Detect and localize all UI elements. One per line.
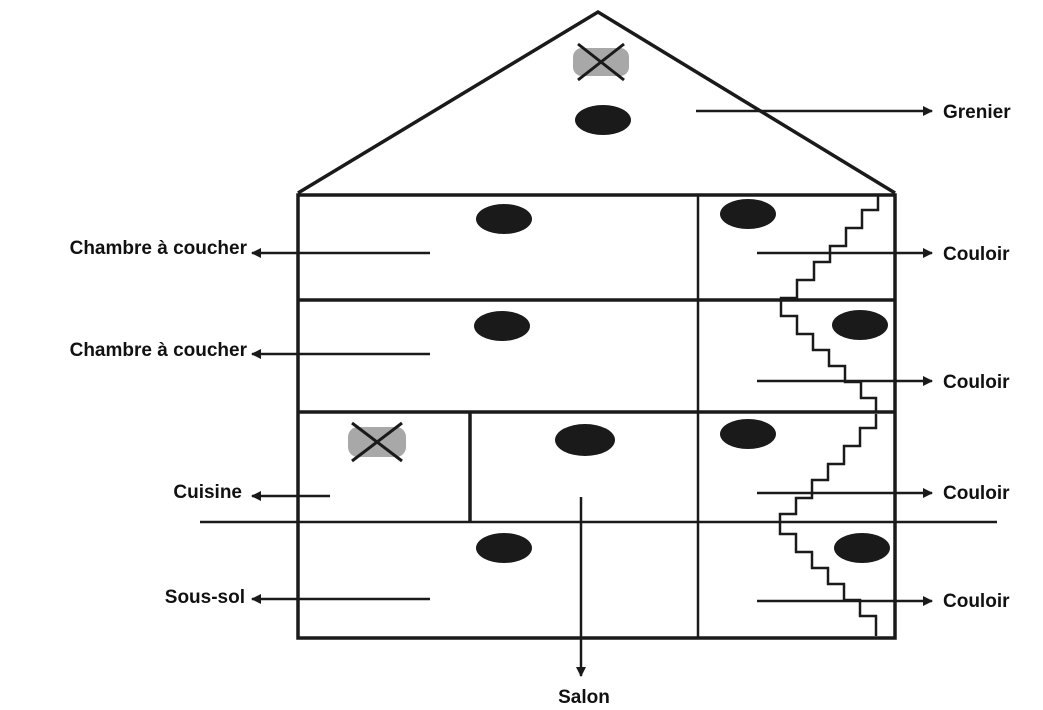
label-hallway-4: Couloir	[943, 591, 1010, 612]
label-hallway-1: Couloir	[943, 244, 1010, 265]
detector-bedroom-1	[476, 204, 532, 234]
detector-living-room	[555, 424, 615, 456]
label-basement: Sous-sol	[165, 587, 245, 608]
detector-basement	[476, 533, 532, 563]
detector-hallway-1	[720, 199, 776, 229]
label-living-room: Salon	[558, 687, 610, 708]
crossed-detector-attic	[573, 42, 629, 82]
crossed-detector-kitchen	[348, 421, 406, 463]
stairs-3	[778, 414, 878, 524]
detector-hallway-2	[832, 310, 888, 340]
label-hallway-3: Couloir	[943, 483, 1010, 504]
label-bedroom-2: Chambre à coucher	[70, 340, 248, 361]
stairs-4	[778, 524, 878, 636]
detector-bedroom-2	[474, 311, 530, 341]
detector-hallway-4	[834, 533, 890, 563]
label-hallway-2: Couloir	[943, 372, 1010, 393]
stairs-2	[779, 308, 878, 412]
label-kitchen: Cuisine	[173, 482, 242, 503]
label-bedroom-1: Chambre à coucher	[70, 238, 248, 259]
roof	[297, 9, 896, 195]
house-outline	[296, 193, 897, 640]
detector-attic	[575, 105, 631, 135]
detector-hallway-3	[720, 419, 776, 449]
label-attic: Grenier	[943, 102, 1011, 123]
